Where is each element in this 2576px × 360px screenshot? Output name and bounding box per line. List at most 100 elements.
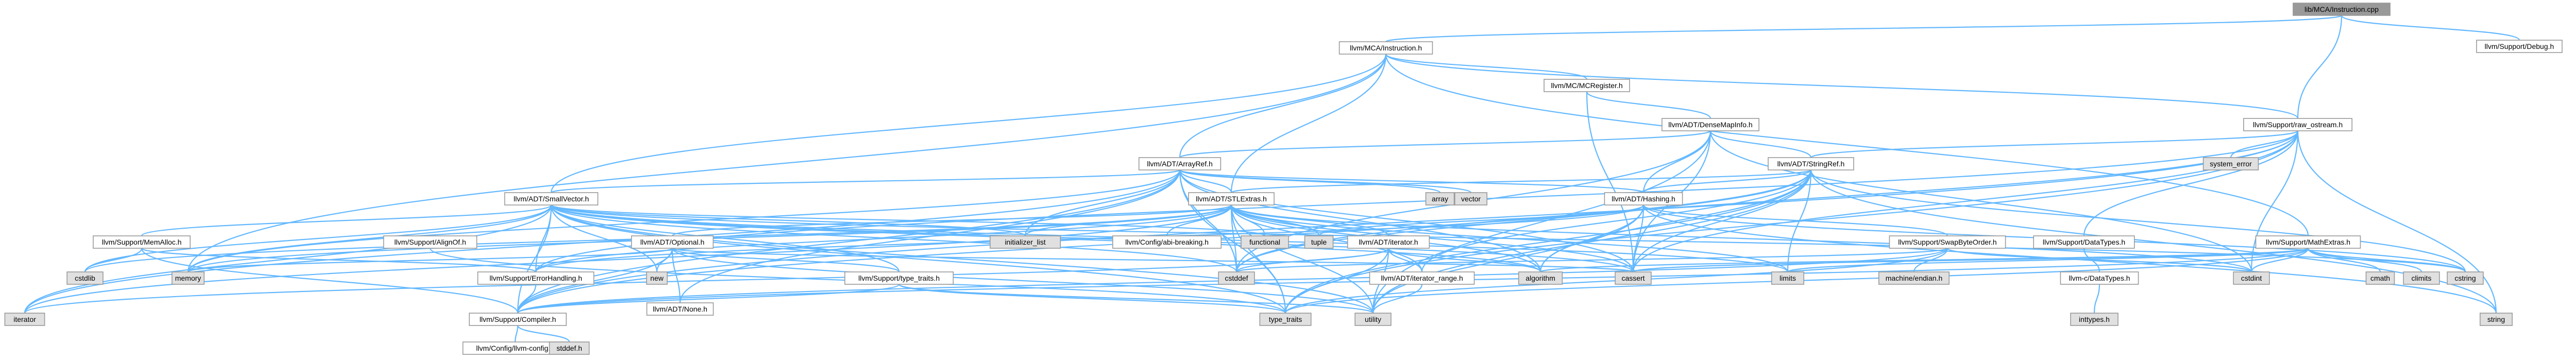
edge-smallvector-cstdlib bbox=[84, 204, 552, 272]
edge-instr-raw bbox=[1385, 54, 2299, 119]
node-box-new bbox=[646, 271, 668, 285]
node-box-cstdint bbox=[2233, 271, 2270, 285]
node-box-cstring bbox=[2447, 271, 2484, 285]
edge-arrayref-compiler bbox=[517, 169, 1181, 314]
edge-raw-stringref bbox=[1810, 130, 2299, 159]
node-stringref[interactable]: llvm/ADT/StringRef.h bbox=[1768, 157, 1854, 170]
edge-mathextras-cstdint bbox=[2250, 248, 2309, 272]
edge-smallvector-memalloc bbox=[141, 204, 552, 237]
node-typetraitsh[interactable]: llvm/Support/type_traits.h bbox=[844, 271, 954, 285]
node-box-cstddef bbox=[1218, 271, 1255, 285]
edge-instr-mathextras bbox=[1385, 54, 2309, 236]
node-hashing[interactable]: llvm/ADT/Hashing.h bbox=[1604, 192, 1683, 205]
node-label-none: llvm/ADT/None.h bbox=[653, 305, 707, 313]
node-string: string bbox=[2479, 313, 2513, 326]
node-optional[interactable]: llvm/ADT/Optional.h bbox=[631, 235, 714, 249]
node-box-optional bbox=[631, 235, 714, 249]
node-cstdlib: cstdlib bbox=[66, 271, 104, 285]
node-instr[interactable]: llvm/MCA/Instruction.h bbox=[1338, 41, 1433, 55]
node-compiler[interactable]: llvm/Support/Compiler.h bbox=[469, 313, 567, 326]
node-smallvector[interactable]: llvm/ADT/SmallVector.h bbox=[504, 192, 599, 205]
edge-memalloc-errhandling bbox=[141, 247, 537, 273]
edge-arrayref-memory bbox=[187, 169, 1181, 272]
node-label-cstdlib: cstdlib bbox=[75, 274, 95, 282]
node-label-memalloc: llvm/Support/MemAlloc.h bbox=[102, 238, 182, 246]
edge-optional-utility bbox=[671, 248, 1374, 314]
edge-stringref-hashing bbox=[1642, 169, 1812, 193]
node-box-initlist bbox=[990, 235, 1061, 249]
edge-stringref-typetraits bbox=[1284, 169, 1812, 314]
node-functional: functional bbox=[1241, 235, 1289, 249]
edge-instr-smallvector bbox=[550, 54, 1387, 193]
edge-densemapinfo-utility bbox=[1372, 130, 1711, 314]
edge-stlextras-typetraits bbox=[1230, 204, 1286, 314]
edge-swapbyte-machineendian bbox=[1913, 248, 1948, 272]
node-label-initlist: initializer_list bbox=[1005, 238, 1045, 246]
edge-smallvector-memory bbox=[187, 204, 552, 272]
node-label-instr: llvm/MCA/Instruction.h bbox=[1350, 44, 1422, 52]
node-label-cstring: cstring bbox=[2454, 274, 2476, 282]
edge-optional-typetraitsh bbox=[671, 247, 900, 273]
edge-densemapinfo-arrayref bbox=[1179, 130, 1711, 159]
node-box-stringref bbox=[1768, 157, 1854, 170]
node-label-swapbyte: llvm/Support/SwapByteOrder.h bbox=[1898, 238, 1996, 246]
node-none[interactable]: llvm/ADT/None.h bbox=[646, 302, 714, 316]
node-box-raw bbox=[2243, 118, 2352, 131]
node-label-vector: vector bbox=[1461, 195, 1481, 203]
node-box-array bbox=[1425, 192, 1455, 205]
node-alignof[interactable]: llvm/Support/AlignOf.h bbox=[383, 235, 478, 249]
node-densemapinfo[interactable]: llvm/ADT/DenseMapInfo.h bbox=[1662, 118, 1759, 131]
node-configabi[interactable]: llvm/Config/abi-breaking.h bbox=[1112, 235, 1222, 249]
node-box-mathextras bbox=[2255, 235, 2361, 249]
edge-stringref-utility bbox=[1372, 169, 1812, 314]
node-box-typetraits bbox=[1259, 313, 1312, 326]
node-box-root bbox=[2293, 3, 2391, 16]
node-box-errhandling bbox=[477, 271, 595, 285]
node-box-iterrange bbox=[1369, 271, 1475, 285]
node-label-iterator: llvm/ADT/iterator.h bbox=[1359, 238, 1418, 246]
edge-smallvector-functional bbox=[550, 204, 1266, 237]
edge-stringref-stlextras bbox=[1230, 169, 1812, 194]
edge-iterator-iterrange bbox=[1387, 248, 1423, 272]
node-stlextras[interactable]: llvm/ADT/STLExtras.h bbox=[1188, 192, 1275, 205]
node-arrayref[interactable]: llvm/ADT/ArrayRef.h bbox=[1138, 157, 1222, 170]
node-label-stddef: stddef.h bbox=[556, 344, 582, 352]
node-datatypes[interactable]: llvm/Support/DataTypes.h bbox=[2033, 235, 2135, 249]
edge-stlextras-iteratorstd bbox=[24, 204, 1232, 314]
edge-densemapinfo-cstdint bbox=[1709, 130, 2252, 272]
node-label-optional: llvm/ADT/Optional.h bbox=[640, 238, 704, 246]
node-climits: climits bbox=[2403, 271, 2440, 285]
node-mathextras[interactable]: llvm/Support/MathExtras.h bbox=[2255, 235, 2361, 249]
node-utility: utility bbox=[1354, 313, 1392, 326]
edge-stringref-string bbox=[1810, 169, 2497, 314]
node-debug[interactable]: llvm/Support/Debug.h bbox=[2476, 40, 2563, 53]
node-memalloc[interactable]: llvm/Support/MemAlloc.h bbox=[93, 235, 191, 249]
node-mcreg[interactable]: llvm/MC/MCRegister.h bbox=[1544, 79, 1630, 92]
node-iteratorstd: iterator bbox=[4, 313, 45, 326]
node-iterrange[interactable]: llvm/ADT/iterator_range.h bbox=[1369, 271, 1475, 285]
edge-optional-cassert bbox=[671, 247, 1634, 273]
edge-hashing-tuple bbox=[1318, 204, 1645, 237]
node-box-tuple bbox=[1304, 235, 1334, 249]
edge-densemapinfo-stringref bbox=[1709, 130, 1812, 158]
node-box-compiler bbox=[469, 313, 567, 326]
node-errhandling[interactable]: llvm/Support/ErrorHandling.h bbox=[477, 271, 595, 285]
node-label-hashing: llvm/ADT/Hashing.h bbox=[1612, 195, 1675, 203]
node-iterator[interactable]: llvm/ADT/iterator.h bbox=[1347, 235, 1430, 249]
edge-compiler-llvmconfig bbox=[514, 325, 519, 342]
node-label-arrayref: llvm/ADT/ArrayRef.h bbox=[1147, 160, 1213, 168]
node-label-mcreg: llvm/MC/MCRegister.h bbox=[1551, 81, 1622, 90]
node-box-stlextras bbox=[1188, 192, 1275, 205]
edge-raw-string bbox=[2297, 130, 2497, 314]
node-box-syserr bbox=[2202, 157, 2259, 170]
node-swapbyte[interactable]: llvm/Support/SwapByteOrder.h bbox=[1889, 235, 2006, 249]
edge-stlextras-optional bbox=[671, 204, 1232, 237]
node-raw[interactable]: llvm/Support/raw_ostream.h bbox=[2243, 118, 2352, 131]
node-box-string bbox=[2479, 313, 2513, 326]
node-label-configabi: llvm/Config/abi-breaking.h bbox=[1125, 238, 1209, 246]
nodes-layer: lib/MCA/Instruction.cppllvm/Support/Debu… bbox=[4, 3, 2563, 355]
edge-iterator-typetraits bbox=[1284, 248, 1389, 314]
edge-arrayref-stlextras bbox=[1179, 169, 1232, 193]
node-tuple: tuple bbox=[1304, 235, 1334, 249]
node-label-memory: memory bbox=[175, 274, 201, 282]
